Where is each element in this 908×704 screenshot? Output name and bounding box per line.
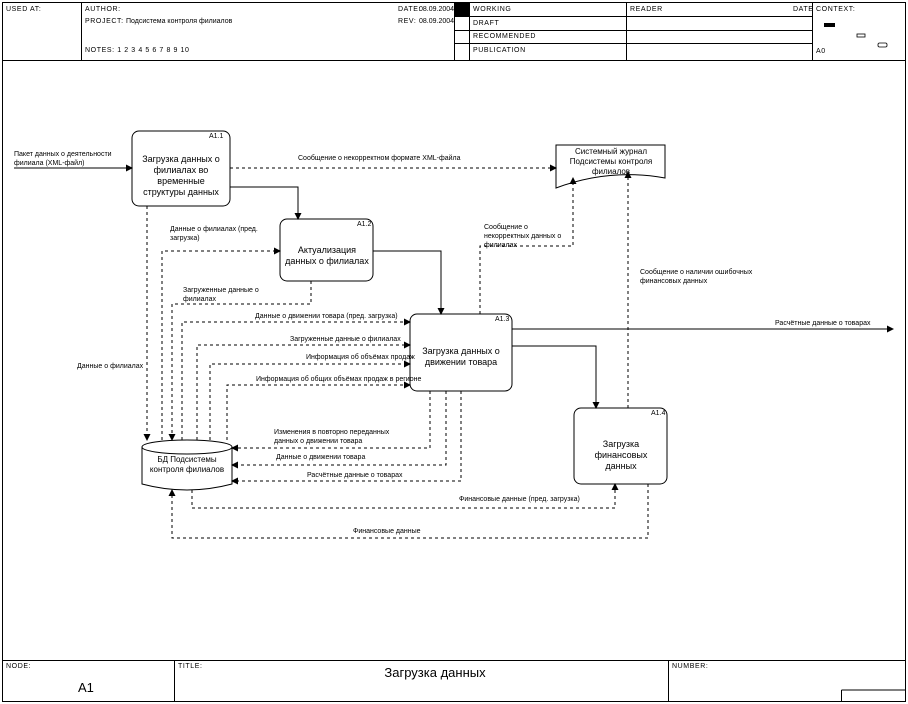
system-journal[interactable] — [555, 144, 666, 189]
arrow-label-fin: Финансовые данные — [353, 528, 421, 535]
title-label: TITLE: — [178, 663, 203, 670]
date-value: 08.09.2004 — [419, 6, 455, 13]
status-publication: PUBLICATION — [473, 47, 526, 54]
author-label: AUTHOR: — [85, 6, 121, 13]
activity-box-a14[interactable] — [573, 407, 668, 485]
context-label: CONTEXT: — [816, 6, 856, 13]
box-title-a14: Загрузка финансовых данных — [594, 439, 648, 471]
box-id-a12: A1.2 — [357, 221, 372, 228]
project-name: Подсистема контроля филиалов — [126, 18, 233, 25]
arrow-label-bad-data: Сообщение о некорректных данных о филиал… — [484, 224, 562, 249]
box-title-a12: Актуализация данных о филиалах — [285, 245, 369, 266]
notes: NOTES: 1 2 3 4 5 6 7 8 9 10 — [85, 47, 190, 54]
diagram-title: Загрузка данных — [384, 665, 486, 680]
reader-label: READER — [630, 6, 663, 13]
arrow-label-loaded-branch2: Загруженные данные о филиалах — [290, 336, 401, 343]
arrow-label-loaded-branch: Загруженные данные о филиалах — [183, 287, 259, 303]
box-title-a11: Загрузка данных о филиалах во временные … — [142, 154, 220, 197]
box-id-a14: A1.4 — [651, 410, 666, 417]
arrow-label-fin-pre: Финансовые данные (пред. загрузка) — [459, 496, 580, 503]
arrow-label-branch-pre: Данные о филиалах (пред. загрузка) — [170, 226, 258, 242]
arrow-label-input: Пакет данных о деятельности филиала (XML… — [14, 151, 112, 167]
store-label: БД Подсистемы контроля филиалов — [149, 455, 225, 474]
status-draft: DRAFT — [473, 20, 500, 27]
box-id-a11: A1.1 — [209, 133, 224, 140]
project-label: PROJECT: — [85, 18, 124, 25]
box-title-a13: Загрузка данных о движении товара — [422, 346, 500, 367]
arrow-label-goods-pre: Данные о движении товара (пред. загрузка… — [255, 313, 398, 320]
arrow-label-errors-fin: Сообщение о наличии ошибочных финансовых… — [640, 269, 753, 285]
arrow-label-branch-data: Данные о филиалах — [77, 363, 144, 370]
arrow-label-goods: Данные о движении товара — [276, 454, 366, 461]
arrow-label-volumes: Информация об объёмах продаж — [306, 354, 415, 361]
node-value: A1 — [78, 680, 94, 695]
number-label: NUMBER: — [672, 663, 709, 670]
arrow-label-output: Расчётные данные о товарах — [775, 320, 871, 327]
context-node: A0 — [816, 48, 826, 55]
node-label: NODE: — [6, 663, 32, 670]
arrow-label-calc-goods: Расчётные данные о товарах — [307, 472, 403, 479]
journal-label: Системный журнал Подсистемы контроля фил… — [569, 147, 653, 176]
arrow-label-resend: Изменения в повторно переданных данных о… — [274, 429, 390, 445]
status-working: WORKING — [473, 6, 512, 13]
reader-date-label: DATE — [793, 6, 814, 13]
rev-value: 08.09.2004 — [419, 18, 455, 25]
rev-label: REV: — [398, 18, 417, 25]
arrow-label-total-volumes: Информация об общих объёмах продаж в рег… — [256, 376, 422, 383]
used-at-label: USED AT: — [6, 6, 42, 13]
box-id-a13: A1.3 — [495, 316, 510, 323]
arrow-label-bad-format: Сообщение о некорректном формате XML-фай… — [298, 155, 461, 162]
date-label: DATE: — [398, 6, 422, 13]
data-store[interactable] — [141, 439, 233, 491]
status-recommended: RECOMMENDED — [473, 33, 536, 40]
